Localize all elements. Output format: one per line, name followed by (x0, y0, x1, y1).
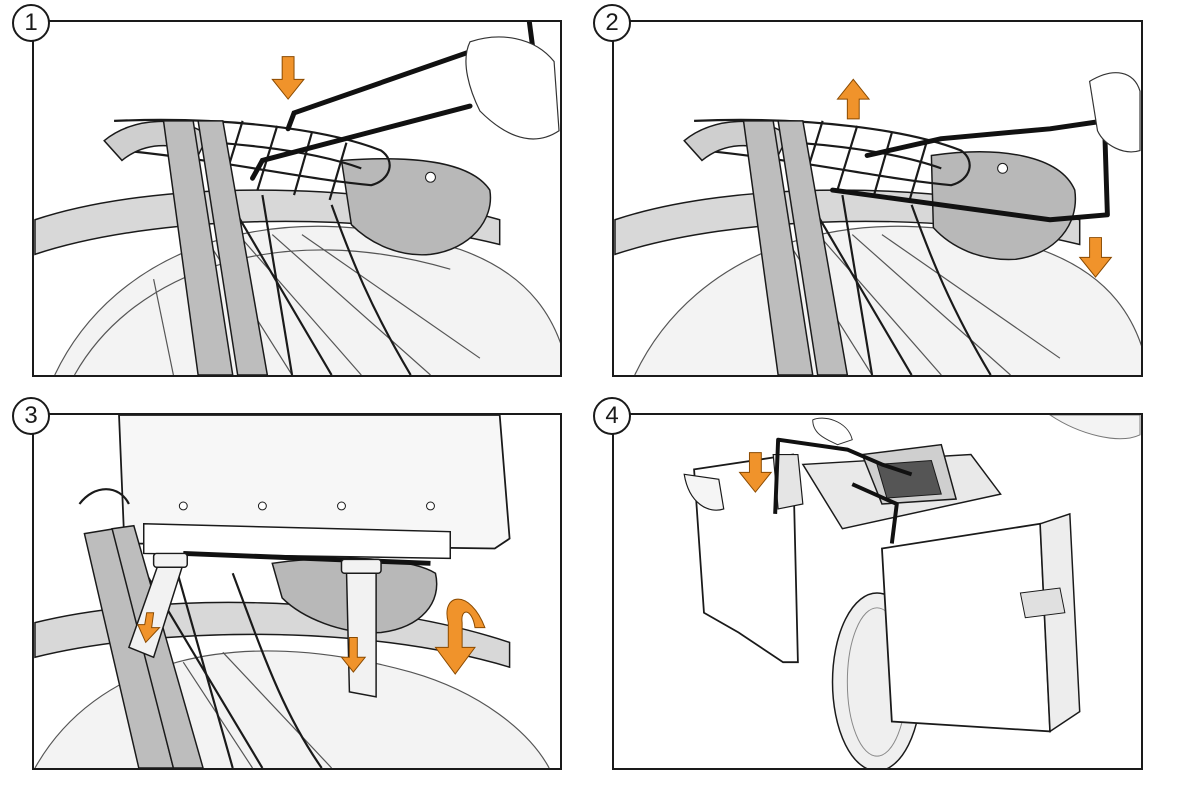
step-number-2: 2 (593, 4, 631, 42)
illustration-strap-fasten (34, 415, 550, 768)
arrow-down-icon (271, 56, 305, 100)
step-connector (630, 20, 1143, 22)
step-number-3: 3 (12, 397, 50, 435)
illustration-panniers-mounted (683, 415, 1141, 768)
panel-step-1 (32, 20, 562, 377)
panel-step-4 (612, 413, 1143, 770)
panel-step-2 (612, 20, 1143, 377)
arrow-down-icon (340, 636, 367, 673)
step-connector (630, 413, 1143, 415)
arrow-down-icon (738, 452, 773, 493)
arrow-up-icon (836, 78, 871, 120)
step-connector (50, 20, 562, 22)
curved-arrow-down-icon (434, 598, 486, 675)
arrow-down-icon (1078, 237, 1113, 278)
step-number-1: 1 (12, 4, 50, 42)
step-connector (50, 413, 562, 415)
arrow-down-icon (137, 612, 161, 644)
step-number-4: 4 (593, 397, 631, 435)
illustration-hook-rotate (614, 72, 1141, 375)
panel-step-3 (32, 413, 562, 770)
illustration-hook-rack (34, 22, 560, 375)
